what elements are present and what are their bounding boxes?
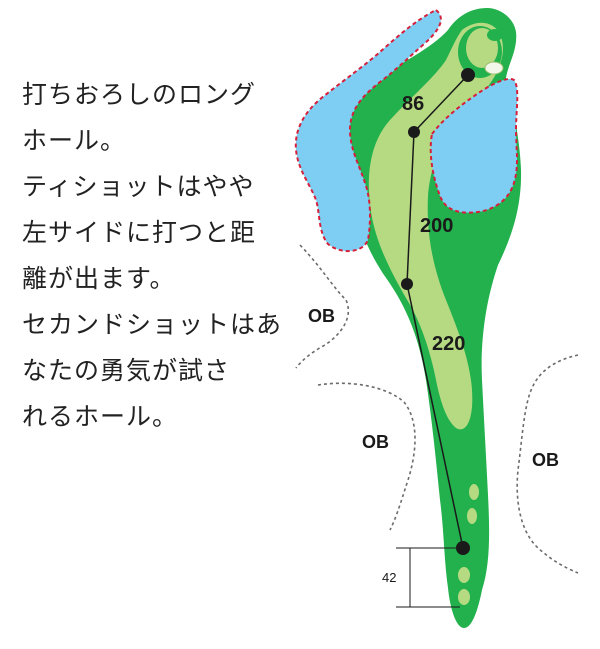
ob-label: OB (362, 432, 389, 452)
description-line: 離が出ます。 (22, 264, 176, 293)
fairway-area (368, 22, 503, 430)
tee-box (458, 589, 470, 605)
green-mound (487, 29, 503, 41)
distance-label: 220 (432, 333, 465, 355)
fairway-patch (467, 508, 477, 524)
description-line: セカンドショットはあ (22, 310, 283, 339)
tee-shot-landing-point (401, 278, 413, 290)
description-line: れるホール。 (22, 402, 179, 431)
tee-length-label: 42 (382, 570, 396, 585)
play-route (406, 74, 469, 549)
ob-label: OB (308, 306, 335, 326)
ob-label: OB (532, 450, 559, 470)
second-shot-point (408, 126, 420, 138)
hole-description: 打ちおろしのロング ホール。 ティショットはやや 左サイドに打つと距 離が出ます… (22, 72, 282, 440)
distance-label: 86 (402, 93, 424, 115)
description-line: なたの勇気が試さ (22, 356, 231, 385)
tee-box (458, 567, 470, 583)
description-line: ホール。 (22, 126, 127, 155)
description-line: ティショットはやや (22, 172, 255, 201)
ob-boundary-left-lower (317, 382, 416, 531)
bunker (484, 61, 504, 75)
water-hazard-left (294, 8, 442, 252)
description-line: 左サイドに打つと距 (22, 218, 257, 247)
distance-label: 200 (420, 215, 453, 237)
water-hazard-right (429, 78, 519, 214)
ob-boundary-left-upper (295, 244, 350, 369)
description-line: 打ちおろしのロング (22, 80, 257, 109)
tee-marker (456, 541, 470, 555)
pin-marker (461, 68, 475, 82)
fairway-patch (469, 484, 479, 500)
